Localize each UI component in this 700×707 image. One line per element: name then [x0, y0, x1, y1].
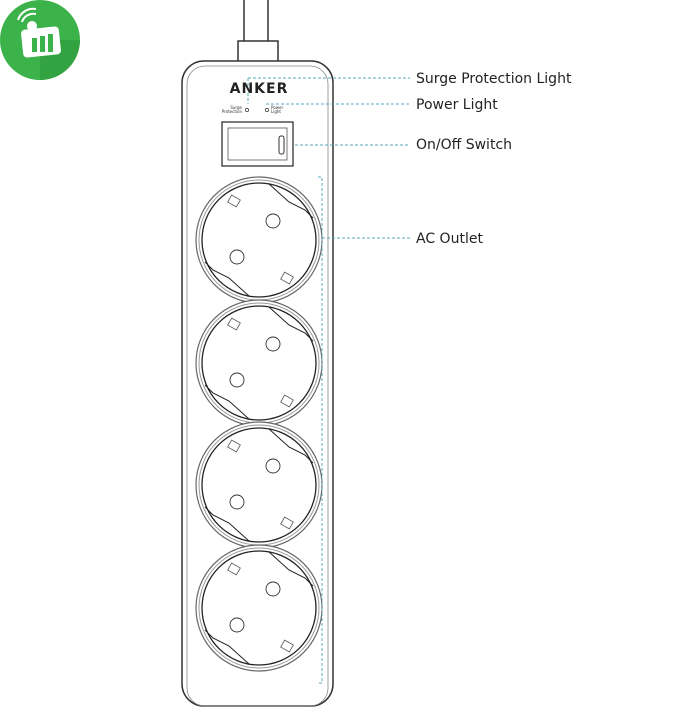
callout-ac-outlet: AC Outlet [416, 231, 483, 247]
power-light-text: Power Light [271, 105, 284, 114]
ac-outlet[interactable] [195, 544, 323, 672]
brand-logo: ANKER [229, 81, 289, 97]
logo-icon [0, 0, 80, 80]
power-led [265, 108, 269, 112]
callout-lines [247, 77, 410, 684]
on-off-switch[interactable] [221, 121, 294, 167]
callout-power-light: Power Light [416, 97, 498, 113]
callout-on-off-switch: On/Off Switch [416, 137, 513, 153]
surge-protection-text: Surge Protection [221, 105, 242, 114]
ac-outlet[interactable] [195, 299, 323, 427]
power-cord [237, 0, 279, 63]
ac-outlet[interactable] [195, 176, 323, 304]
surge-led [245, 108, 249, 112]
ac-outlet[interactable] [195, 421, 323, 549]
callout-surge-protection-light: Surge Protection Light [416, 71, 572, 87]
